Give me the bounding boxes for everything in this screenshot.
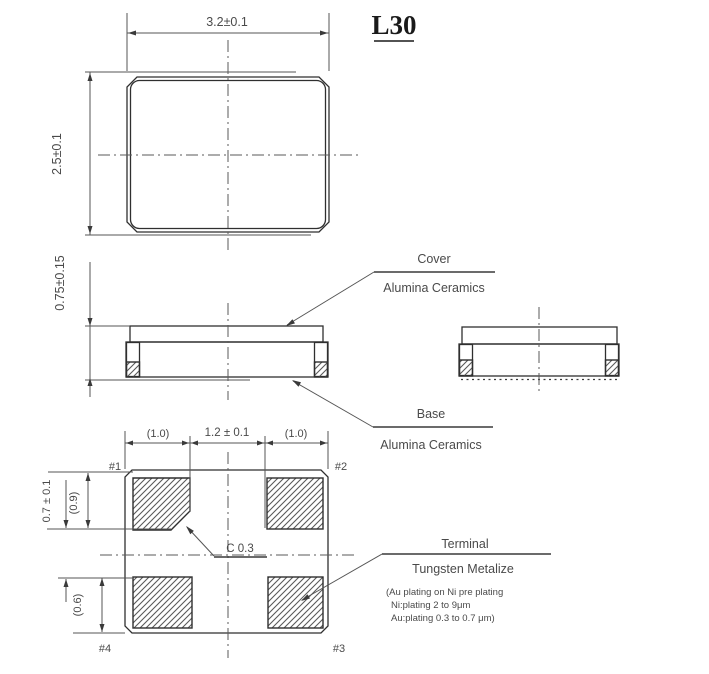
lower-pad-height-dim: (0.6) xyxy=(72,594,84,617)
page-title: L30 xyxy=(371,10,416,40)
dimension-arrow xyxy=(87,318,93,326)
front-view-base xyxy=(125,341,329,378)
front-view-right-terminal-metalize xyxy=(313,361,329,378)
front-view: 0.75±0.15 xyxy=(53,255,329,400)
pin-2-label: #2 xyxy=(335,461,347,473)
pin-4-label: #4 xyxy=(99,643,111,655)
dimension-arrow xyxy=(85,520,91,528)
top-view-width-dim: 3.2±0.1 xyxy=(206,15,248,29)
base-callout: Base Alumina Ceramics xyxy=(292,380,493,452)
base-material-label: Alumina Ceramics xyxy=(380,438,481,452)
cover-leader-line xyxy=(286,271,375,326)
pad-width-left-dim: (1.0) xyxy=(147,428,170,440)
top-view-outer-outline xyxy=(126,76,330,233)
chamfer-dim: C 0.3 xyxy=(226,543,254,555)
dimension-arrow xyxy=(182,440,189,446)
dimension-arrow xyxy=(99,578,105,586)
top-view-height-dim: 2.5±0.1 xyxy=(50,133,64,175)
base-label: Base xyxy=(417,407,446,421)
chamfer-leader-arrow xyxy=(186,526,194,535)
dimension-arrow xyxy=(191,440,198,446)
front-view-left-terminal-metalize xyxy=(125,361,141,378)
front-view-height-dim: 0.75±0.15 xyxy=(53,255,67,311)
bottom-view-outline xyxy=(124,469,329,634)
pad-gap-width-dim: 1.2 ± 0.1 xyxy=(205,427,250,439)
upper-pad-height-dim: (0.9) xyxy=(68,492,80,515)
pad-width-right-dim: (1.0) xyxy=(285,428,308,440)
front-view-cover xyxy=(129,325,324,343)
top-view: 3.2±0.1 2.5±0.1 xyxy=(50,13,358,252)
pin-1-label: #1 xyxy=(109,461,121,473)
cover-callout: Cover Alumina Ceramics xyxy=(286,252,495,326)
cover-label: Cover xyxy=(417,252,450,266)
side-view-right-terminal-metalize xyxy=(604,359,620,377)
dimension-arrow xyxy=(128,30,136,36)
terminal-pad-2 xyxy=(266,477,324,530)
dimension-arrow xyxy=(87,226,93,234)
terminal-label: Terminal xyxy=(441,537,488,551)
dimension-arrow xyxy=(320,440,327,446)
cover-material-label: Alumina Ceramics xyxy=(383,281,484,295)
dimension-arrow xyxy=(126,440,133,446)
terminal-pad-3 xyxy=(267,576,324,629)
base-leader-line xyxy=(292,380,374,428)
terminal-leader-arrow xyxy=(301,594,310,601)
terminal-pad-1 xyxy=(132,477,191,531)
drawing-title: L30 xyxy=(371,10,417,42)
dimension-arrow xyxy=(63,520,69,528)
dimension-arrow xyxy=(87,378,93,386)
pin-3-label: #3 xyxy=(333,643,345,655)
terminal-callout: Terminal Tungsten Metalize (Au plating o… xyxy=(301,537,551,624)
dimension-arrow xyxy=(99,624,105,632)
terminal-pad-4 xyxy=(132,576,193,629)
dimension-arrow xyxy=(87,73,93,81)
cover-leader-arrow xyxy=(286,319,295,326)
terminal-plating-note-3: Au:plating 0.3 to 0.7 μm) xyxy=(391,613,495,624)
pad-gap-height-dim: 0.7 ± 0.1 xyxy=(41,480,53,523)
side-view-left-terminal-metalize xyxy=(458,359,474,377)
terminal-plating-note-1: (Au plating on Ni pre plating xyxy=(386,587,503,598)
terminal-plating-note-2: Ni:plating 2 to 9μm xyxy=(391,600,470,611)
dimension-arrow xyxy=(257,440,264,446)
terminal-material-label: Tungsten Metalize xyxy=(412,562,514,576)
base-leader-arrow xyxy=(292,380,301,387)
bottom-view: (1.0) 1.2 ± 0.1 (1.0) 0.7 ± 0.1 (0.9) (0… xyxy=(41,427,355,658)
dimension-arrow xyxy=(320,30,328,36)
dimension-arrow xyxy=(266,440,273,446)
terminal-leader-line xyxy=(301,553,383,601)
dimension-arrow xyxy=(85,473,91,481)
side-view xyxy=(458,307,620,394)
dimension-arrow xyxy=(63,579,69,587)
